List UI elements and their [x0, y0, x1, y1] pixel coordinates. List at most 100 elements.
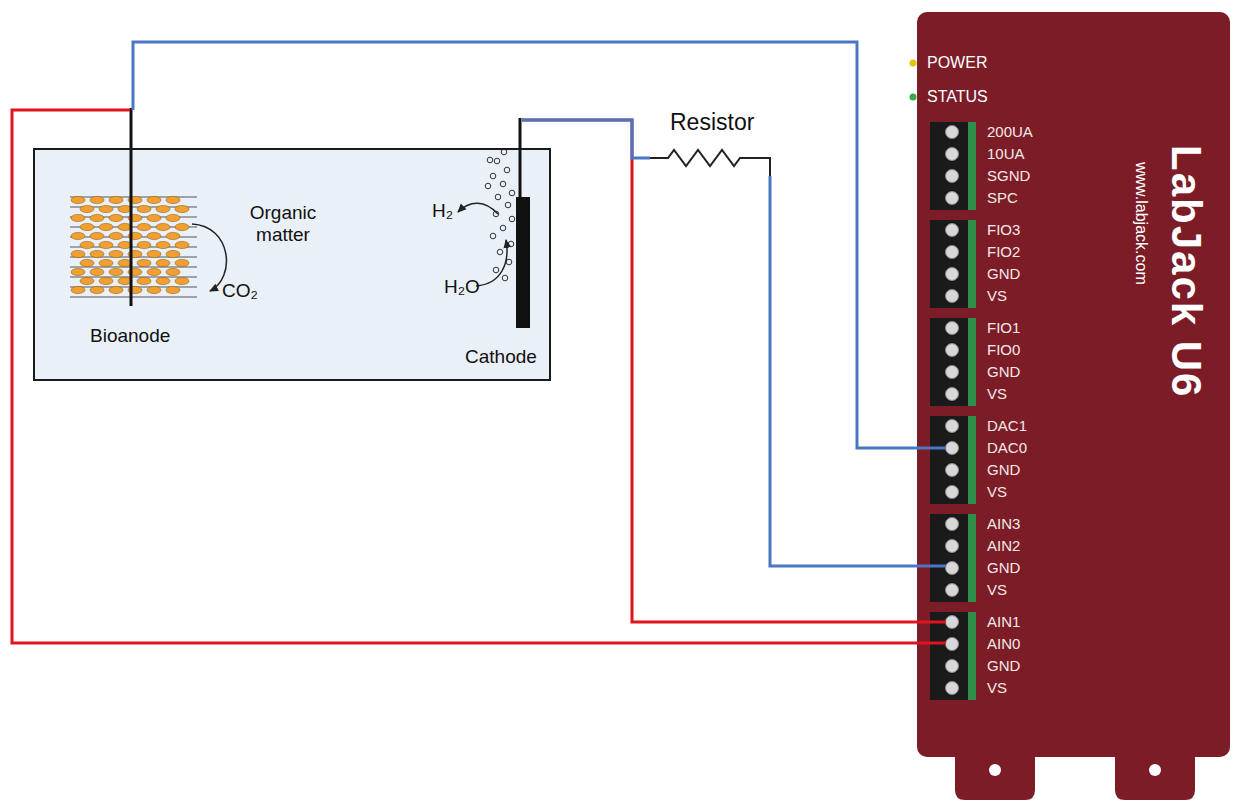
- pin-label: 200UA: [987, 124, 1033, 139]
- terminal-screw: [946, 192, 959, 205]
- bubble: [505, 202, 511, 208]
- terminal-screw: [946, 584, 959, 597]
- resistor-symbol: [650, 150, 770, 176]
- bacterium: [175, 223, 189, 230]
- bacterium: [80, 205, 94, 212]
- terminal-block: [930, 514, 970, 602]
- bacterium: [90, 268, 104, 275]
- bacterium: [80, 241, 94, 248]
- bacterium: [90, 232, 104, 239]
- bacterium: [147, 250, 161, 257]
- bacterium: [90, 250, 104, 257]
- terminal-block: [930, 612, 970, 700]
- status-led: [910, 94, 917, 101]
- bacterium: [71, 196, 85, 203]
- terminal-strip: [968, 318, 976, 406]
- bacterium: [99, 205, 113, 212]
- reaction-arrow: [458, 203, 498, 214]
- bubble: [490, 173, 496, 179]
- terminal-screw: [946, 148, 959, 161]
- bacterium: [175, 205, 189, 212]
- pin-label: FIO1: [987, 320, 1020, 335]
- bacterium: [99, 277, 113, 284]
- bubble: [495, 194, 501, 200]
- terminal-strip: [968, 122, 976, 210]
- bacterium: [175, 241, 189, 248]
- bacterium: [99, 259, 113, 266]
- cathode-plate: [516, 197, 530, 328]
- bacterium: [137, 241, 151, 248]
- pin-label: VS: [987, 680, 1007, 695]
- terminal-screw: [946, 540, 959, 553]
- pin-label: GND: [987, 364, 1020, 379]
- bacterium: [109, 286, 123, 293]
- terminal-block: [930, 416, 970, 504]
- wire-stub: [917, 447, 946, 450]
- terminal-block: [930, 220, 970, 308]
- pin-label: SPC: [987, 190, 1018, 205]
- bubble: [487, 157, 493, 163]
- terminal-screw: [946, 682, 959, 695]
- pin-label: FIO3: [987, 222, 1020, 237]
- terminal-screw: [946, 388, 959, 401]
- pin-label: VS: [987, 288, 1007, 303]
- pin-label: DAC1: [987, 418, 1027, 433]
- device-body: [917, 12, 1230, 757]
- terminal-screw: [946, 268, 959, 281]
- reactor-box: Organic matterCO₂H₂H₂OBioanodeCathode: [33, 148, 551, 381]
- bacterium: [166, 196, 180, 203]
- cathode-rod: [519, 118, 522, 198]
- bacterium: [156, 259, 170, 266]
- terminal-screw: [946, 224, 959, 237]
- terminal-screw: [946, 660, 959, 673]
- bubble: [504, 167, 510, 173]
- bacterium: [80, 223, 94, 230]
- pin-label: AIN2: [987, 538, 1020, 553]
- wire: [133, 42, 917, 448]
- bacterium: [109, 196, 123, 203]
- diagram-label: CO₂: [222, 280, 258, 302]
- bacterium: [166, 268, 180, 275]
- diagram-label: Resistor: [670, 109, 754, 135]
- terminal-block: [930, 122, 970, 210]
- bacterium: [147, 232, 161, 239]
- bacterium: [156, 223, 170, 230]
- bacterium: [166, 214, 180, 221]
- biofilm: [70, 196, 197, 297]
- bacterium: [147, 214, 161, 221]
- pin-label: SGND: [987, 168, 1030, 183]
- terminal-screw: [946, 170, 959, 183]
- cathode: Cathode: [457, 120, 552, 370]
- bacterium: [156, 241, 170, 248]
- bubble: [485, 183, 491, 189]
- wire: [12, 110, 917, 643]
- bacterium: [156, 277, 170, 284]
- wire: [770, 176, 917, 566]
- terminal-screw: [946, 290, 959, 303]
- pin-label: DAC0: [987, 440, 1027, 455]
- diagram-label: Bioanode: [90, 325, 170, 347]
- bioanode: Bioanode: [72, 110, 202, 350]
- device-label: LabJack U6: [1162, 145, 1210, 398]
- device-label: POWER: [927, 54, 987, 72]
- bacterium: [99, 241, 113, 248]
- bubble: [500, 225, 506, 231]
- bubble: [490, 233, 496, 239]
- bubble: [502, 275, 508, 281]
- bacterium: [166, 286, 180, 293]
- terminal-screw: [946, 562, 959, 575]
- bubble: [500, 181, 506, 187]
- bacterium: [71, 268, 85, 275]
- terminal-strip: [968, 416, 976, 504]
- pin-label: VS: [987, 582, 1007, 597]
- bacterium: [156, 205, 170, 212]
- terminal-screw: [946, 638, 959, 651]
- diagram-label: H₂: [432, 200, 453, 222]
- reactor-fill: [34, 149, 550, 380]
- mounting-hole: [1149, 764, 1161, 776]
- bacterium: [175, 259, 189, 266]
- pin-label: FIO2: [987, 244, 1020, 259]
- bacterium: [80, 277, 94, 284]
- terminal-screw: [946, 246, 959, 259]
- pin-label: GND: [987, 560, 1020, 575]
